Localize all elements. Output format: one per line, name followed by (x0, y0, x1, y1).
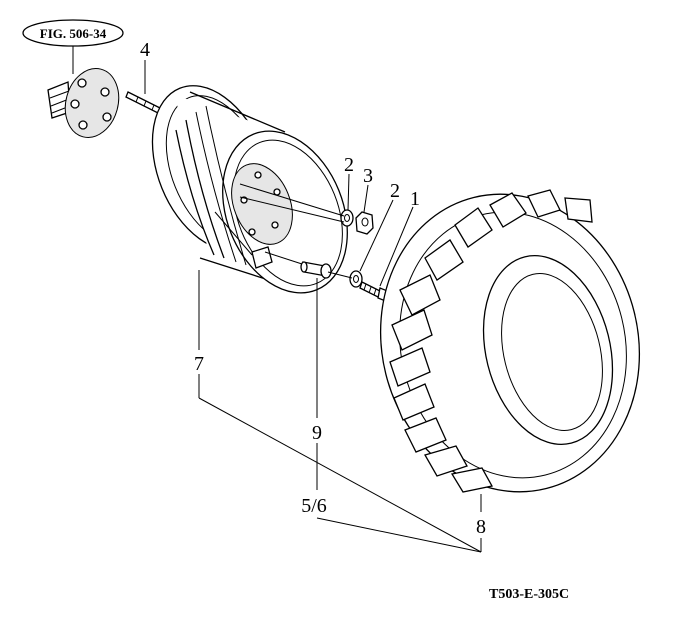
callout-1: 1 (410, 188, 420, 210)
drawing-code: T503-E-305C (489, 587, 569, 602)
valve-stem (300, 261, 332, 279)
washer-lower (349, 270, 363, 288)
callout-5-6: 5/6 (301, 495, 327, 517)
tire (379, 189, 641, 493)
callout-9: 9 (312, 422, 322, 444)
callout-7: 7 (194, 353, 204, 375)
leader-lines (144, 60, 482, 553)
callout-3: 3 (363, 165, 373, 187)
wheel-nut (355, 211, 374, 235)
figure-reference-text: FIG. 506-34 (40, 26, 107, 41)
axle-hub (47, 68, 120, 138)
washer-upper (340, 209, 354, 227)
callout-4: 4 (140, 39, 150, 61)
callout-8: 8 (476, 516, 486, 538)
callout-2-upper: 2 (344, 154, 354, 176)
wheel-rim (151, 85, 348, 294)
figure-reference-badge[interactable]: FIG. 506-34 (22, 19, 124, 47)
tire-tread-lugs (389, 189, 593, 493)
callout-2-lower: 2 (390, 180, 400, 202)
assembly-lines (214, 183, 353, 279)
